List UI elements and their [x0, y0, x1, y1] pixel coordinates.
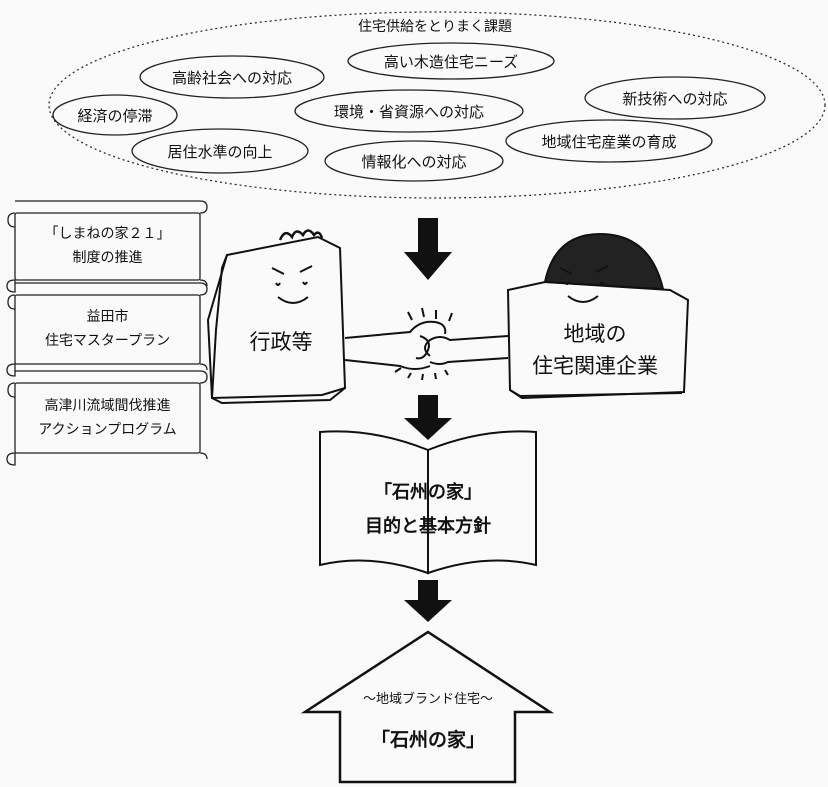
policy-line: 益田市 [86, 309, 129, 325]
issue-label: 経済の停滞 [77, 107, 153, 125]
issue-bubble-5 [584, 76, 766, 120]
issue-bubble-2 [347, 42, 555, 80]
issue-label: 高齢社会への対応 [171, 69, 292, 87]
policy-scroll-2 [6, 282, 208, 377]
issue-label: 地域住宅産業の育成 [541, 133, 677, 151]
issue-bubble-1 [139, 55, 325, 99]
issue-bubble-3 [52, 94, 178, 136]
down-arrow-icon [404, 218, 452, 280]
company-label-line: 地域の [563, 322, 627, 346]
policy-line: 制度の推進 [72, 250, 143, 266]
policy-scroll-3 [6, 370, 208, 466]
policy-line: アクションプログラム [38, 422, 177, 438]
issue-label: 新技術への対応 [622, 90, 728, 108]
company-label: 地域の 住宅関連企業 [510, 318, 680, 382]
book-text: 「石州の家」 目的と基本方針 [330, 476, 526, 544]
issues-title: 住宅供給をとりまく課題 [358, 19, 512, 35]
book-title: 「石州の家」 [374, 482, 482, 503]
book-icon [319, 430, 537, 575]
issue-label: 環境・省資源への対応 [333, 103, 484, 121]
company-label-line: 住宅関連企業 [532, 354, 658, 378]
book-subtitle: 目的と基本方針 [365, 516, 491, 537]
handshake-icon [344, 307, 509, 381]
down-arrow-icon [404, 395, 452, 440]
company-character-icon [506, 232, 690, 400]
government-character-icon [206, 229, 347, 405]
issue-label: 情報化への対応 [361, 153, 467, 171]
house-subtitle: ～地域ブランド住宅～ [362, 692, 493, 707]
issue-bubble-4 [294, 89, 524, 133]
issue-bubble-7 [324, 140, 504, 182]
house-icon [300, 630, 555, 784]
issues-ellipse [48, 11, 826, 199]
issue-bubble-8 [505, 119, 713, 163]
government-label: 行政等 [249, 330, 313, 354]
issue-label: 高い木造住宅ニーズ [383, 53, 519, 71]
policy-box-3: 高津川流域間伐推進 アクションプログラム [15, 394, 200, 442]
house-title: 「石州の家」 [370, 729, 485, 751]
issue-label: 居住水準の向上 [167, 143, 273, 161]
issue-bubble-6 [131, 128, 309, 174]
policy-box-2: 益田市 住宅マスタープラン [15, 305, 200, 353]
policy-line: 「しまねの家２１」 [44, 226, 171, 242]
policy-line: 住宅マスタープラン [44, 333, 171, 349]
down-arrow-icon [404, 580, 452, 622]
policy-line: 高津川流域間伐推進 [44, 398, 171, 414]
policy-box-1: 「しまねの家２１」 制度の推進 [15, 222, 200, 270]
policy-scroll-1 [6, 200, 208, 293]
